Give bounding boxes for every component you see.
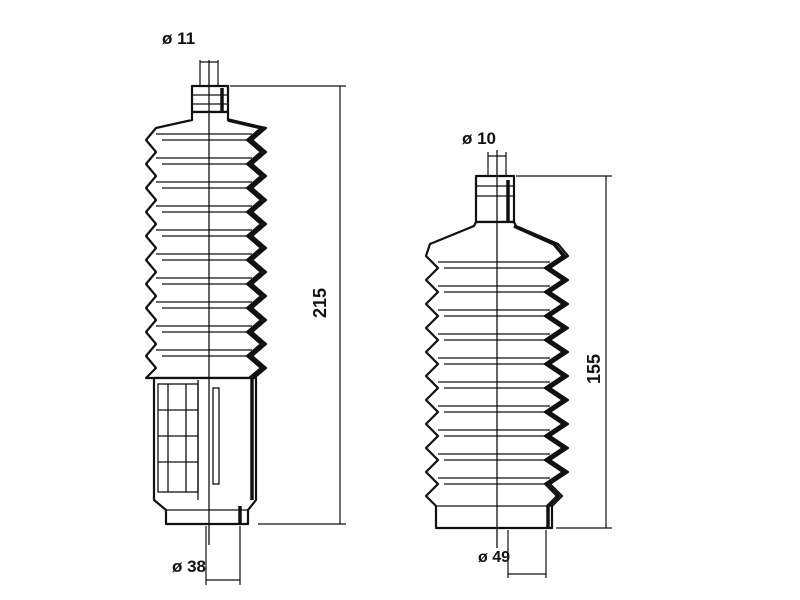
large-boot	[144, 60, 268, 545]
large-boot-length: 215	[310, 288, 330, 318]
small-boot-bottom-diameter: ø 49	[478, 549, 510, 566]
small-boot	[424, 150, 570, 548]
small-boot-dimensions: ø 10 155 ø 49	[462, 129, 612, 578]
small-boot-top-diameter: ø 10	[462, 129, 496, 148]
large-boot-bottom-diameter: ø 38	[172, 557, 206, 576]
large-boot-dimensions: ø 11 215 ø 38	[162, 29, 346, 585]
small-boot-length: 155	[584, 354, 604, 384]
large-boot-top-diameter: ø 11	[162, 29, 195, 48]
